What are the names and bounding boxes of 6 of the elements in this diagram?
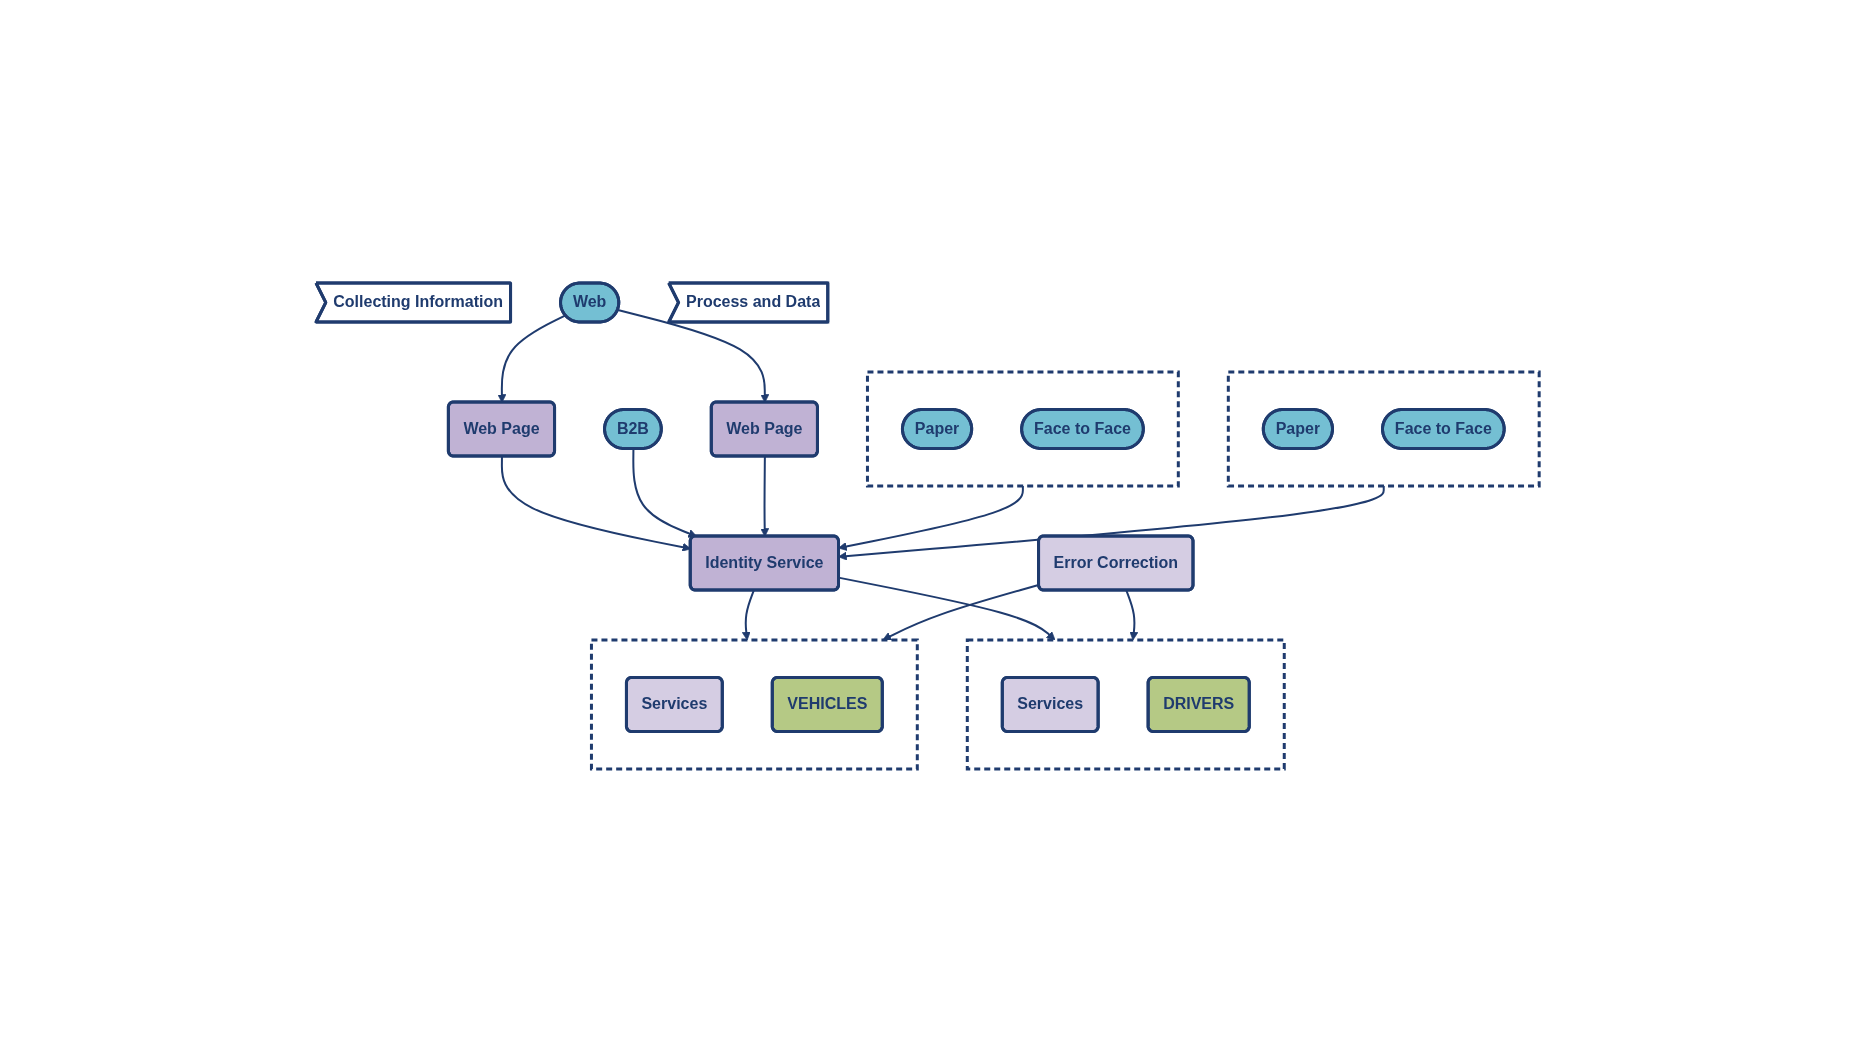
- cluster: [865, 370, 1180, 487]
- arrow: [632, 447, 697, 538]
- cluster: [589, 638, 919, 770]
- cluster: [1226, 370, 1541, 487]
- arrow: [882, 583, 1040, 640]
- cluster: [965, 638, 1286, 770]
